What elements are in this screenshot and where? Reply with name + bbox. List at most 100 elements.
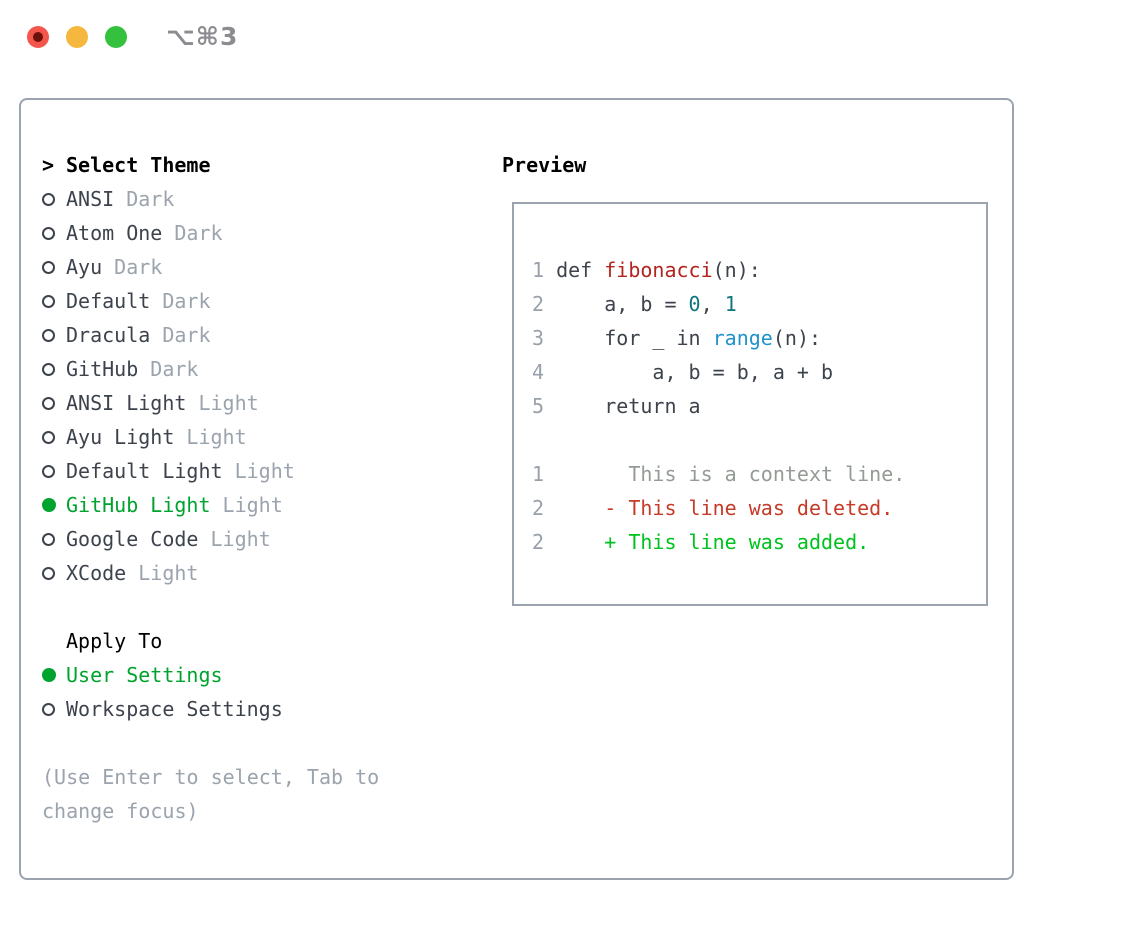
zoom-button[interactable] (105, 26, 127, 48)
theme-option[interactable]: Atom One Dark (42, 216, 295, 250)
code-line: 2 - This line was deleted. (532, 491, 986, 525)
radio-filled-circle (42, 498, 56, 512)
code-segment-line_number: 2 (532, 292, 557, 316)
option-label: Ayu Light (66, 425, 175, 449)
radio-selected-icon[interactable] (42, 668, 66, 682)
selection-cursor: > (42, 148, 66, 182)
apply-to-option[interactable]: User Settings (42, 658, 283, 692)
radio-selected-icon[interactable] (42, 498, 66, 512)
radio-empty-circle (42, 362, 55, 376)
code-segment-number_teal: 1 (724, 292, 737, 316)
code-segment-code: (n): (772, 326, 822, 350)
code-segment-line_number: 1 (532, 258, 557, 282)
radio-icon[interactable] (42, 294, 66, 308)
code-segment-context_gray: This is a context line. (556, 462, 906, 486)
code-segment-line_number: 2 (532, 496, 557, 520)
theme-option[interactable]: Default Light Light (42, 454, 295, 488)
apply-to-header: Apply To (42, 624, 283, 658)
code-line: 5 return a (532, 389, 986, 423)
code-segment-line_number: 5 (532, 394, 557, 418)
close-button[interactable] (27, 26, 49, 48)
radio-icon[interactable] (42, 566, 66, 580)
option-label: GitHub Light (66, 493, 211, 517)
code-line: 1 This is a context line. (532, 457, 986, 491)
radio-icon[interactable] (42, 362, 66, 376)
cursor-icon: > (42, 153, 55, 177)
radio-icon[interactable] (42, 396, 66, 410)
radio-icon[interactable] (42, 328, 66, 342)
code-segment-code: , (700, 292, 725, 316)
radio-empty-circle (42, 294, 55, 308)
theme-option[interactable]: XCode Light (42, 556, 295, 590)
option-label: Atom One (66, 221, 163, 245)
code-line: 2 a, b = 0, 1 (532, 287, 986, 321)
theme-option[interactable]: Ayu Dark (42, 250, 295, 284)
radio-empty-circle (42, 192, 55, 206)
radio-empty-circle (42, 464, 55, 478)
code-line: 3 for _ in range(n): (532, 321, 986, 355)
radio-icon[interactable] (42, 532, 66, 546)
code-line: 2 + This line was added. (532, 525, 986, 559)
code-segment-added_green: + This line was added. (556, 530, 870, 554)
theme-option[interactable]: Dracula Dark (42, 318, 295, 352)
option-label: User Settings (66, 663, 223, 687)
code-segment-line_number: 2 (532, 530, 557, 554)
theme-option[interactable]: ANSI Dark (42, 182, 295, 216)
theme-option[interactable]: Default Dark (42, 284, 295, 318)
option-label: ANSI Light (66, 391, 187, 415)
theme-list-header: > Select Theme (42, 148, 295, 182)
option-variant-label: Light (186, 391, 259, 415)
titlebar: ⌥⌘3 (0, 0, 1140, 74)
radio-icon[interactable] (42, 192, 66, 206)
theme-option[interactable]: GitHub Dark (42, 352, 295, 386)
radio-icon[interactable] (42, 464, 66, 478)
option-variant-label: Dark (150, 289, 211, 313)
code-segment-code: def (556, 258, 605, 282)
radio-empty-circle (42, 260, 55, 274)
theme-option[interactable]: GitHub Light Light (42, 488, 295, 522)
code-segment-line_number: 4 (532, 360, 557, 384)
option-label: GitHub (66, 357, 139, 381)
code-line (532, 423, 986, 457)
code-segment-code: a, b = b, a + b (556, 360, 834, 384)
code-segment-builtin_blue: range (712, 326, 773, 350)
radio-icon[interactable] (42, 702, 66, 716)
option-variant-label: Light (198, 527, 271, 551)
radio-empty-circle (42, 430, 55, 444)
theme-option[interactable]: ANSI Light Light (42, 386, 295, 420)
radio-empty-circle (42, 532, 55, 546)
code-segment-code: for _ in (556, 326, 713, 350)
code-segment-number_teal: 0 (688, 292, 701, 316)
option-variant-label: Dark (138, 357, 199, 381)
hint-line-1: (Use Enter to select, Tab to (42, 765, 380, 789)
radio-empty-circle (42, 396, 55, 410)
code-segment-function_red: fibonacci (604, 258, 713, 282)
option-variant-label: Light (174, 425, 247, 449)
window-hotkey-label: ⌥⌘3 (166, 22, 239, 51)
option-label: Default Light (66, 459, 223, 483)
theme-option[interactable]: Google Code Light (42, 522, 295, 556)
radio-icon[interactable] (42, 430, 66, 444)
option-variant-label: Dark (150, 323, 211, 347)
radio-empty-circle (42, 226, 55, 240)
radio-empty-circle (42, 328, 55, 342)
option-label: Dracula (66, 323, 151, 347)
apply-to-option[interactable]: Workspace Settings (42, 692, 283, 726)
option-label: XCode (66, 561, 127, 585)
code-segment-code: a, b = (556, 292, 689, 316)
option-label: Workspace Settings (66, 697, 283, 721)
radio-icon[interactable] (42, 226, 66, 240)
option-variant-label: Light (126, 561, 199, 585)
option-label: Ayu (66, 255, 103, 279)
code-segment-line_number: 3 (532, 326, 557, 350)
apply-to-title: Apply To (66, 629, 163, 653)
hint-text: (Use Enter to select, Tab to change focu… (42, 760, 379, 828)
radio-empty-circle (42, 566, 55, 580)
theme-option[interactable]: Ayu Light Light (42, 420, 295, 454)
option-variant-label: Light (222, 459, 295, 483)
code-segment-code: return a (556, 394, 701, 418)
minimize-button[interactable] (66, 26, 88, 48)
option-variant-label: Dark (114, 187, 175, 211)
radio-icon[interactable] (42, 260, 66, 274)
